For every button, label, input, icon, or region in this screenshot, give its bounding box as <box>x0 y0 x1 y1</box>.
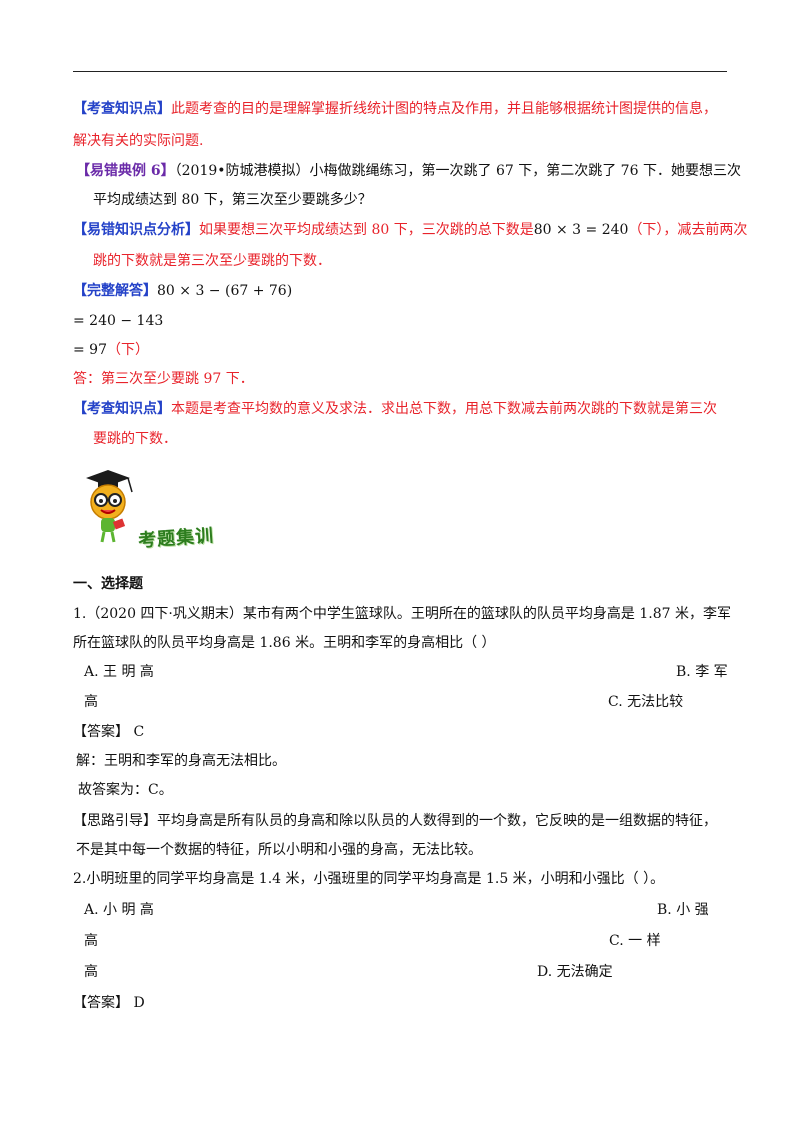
question-1-line1: 1.（2020 四下·巩义期末）某市有两个中学生篮球队。王明所在的篮球队的队员平… <box>73 606 731 622</box>
graduate-mascot-icon <box>86 470 226 548</box>
q1-option-b: B. 李 军 <box>676 664 728 680</box>
knowledge-point-2-cont: 要跳的下数． <box>93 431 177 447</box>
knowledge-point-1-cont: 解决有关的实际问题. <box>73 133 204 149</box>
header-rule <box>73 71 727 72</box>
error-analysis-cont: 跳的下数就是第三次至少要跳的下数． <box>93 253 331 269</box>
question-2-line1: 2.小明班里的同学平均身高是 1.4 米，小强班里的同学平均身高是 1.5 米，… <box>73 871 665 887</box>
q1-option-c: C. 无法比较 <box>608 694 684 710</box>
q1-hint: 【思路引导】平均身高是所有队员的身高和除以队员的人数得到的一个数，它反映的是一组… <box>73 813 717 829</box>
answer-tag: 【答案】 <box>73 995 129 1011</box>
solution-eq2: = 240 − 143 <box>73 313 164 329</box>
q2-option-b-cont: 高 <box>84 933 98 949</box>
question-1-line2: 所在篮球队的队员平均身高是 1.86 米。王明和李军的身高相比（ ） <box>73 635 496 651</box>
solution-answer: 答：第三次至少要跳 97 下． <box>73 371 254 387</box>
q2-option-a: A. 小 明 高 <box>84 902 154 918</box>
q1-solution-final: 故答案为：C。 <box>78 782 173 798</box>
answer-tag: 【答案】 <box>73 724 129 740</box>
knowledge-point-1: 【考查知识点】此题考查的目的是理解掌握折线统计图的特点及作用，并且能够根据统计图… <box>73 101 717 117</box>
q1-option-b-cont: 高 <box>84 694 98 710</box>
banner-title: 考题集训 <box>137 525 215 552</box>
knowledge-point-2: 【考查知识点】本题是考查平均数的意义及求法．求出总下数，用总下数减去前两次跳的下… <box>73 401 717 417</box>
typical-example-6-cont: 平均成绩达到 80 下，第三次至少要跳多少？ <box>93 192 372 208</box>
mascot-banner: 考题集训 <box>78 470 228 552</box>
q2-option-b: B. 小 强 <box>657 902 709 918</box>
q2-answer: 【答案】 D <box>73 995 145 1011</box>
solution-eq1: 80 × 3 − (67 + 76) <box>157 283 293 299</box>
knowledge-point-tag: 【考查知识点】 <box>73 401 171 417</box>
solution-eq3: = 97（下） <box>73 342 149 358</box>
knowledge-point-tag: 【考查知识点】 <box>73 101 171 117</box>
q1-answer: 【答案】 C <box>73 724 145 740</box>
q2-option-c-cont: 高 <box>84 964 98 980</box>
q1-hint-cont: 不是其中每一个数据的特征，所以小明和小强的身高，无法比较。 <box>76 842 482 858</box>
q2-option-c: C. 一 样 <box>609 933 661 949</box>
section-title: 一、选择题 <box>73 576 143 592</box>
full-solution: 【完整解答】80 × 3 − (67 + 76) <box>73 281 292 301</box>
q2-option-d: D. 无法确定 <box>537 964 613 980</box>
error-analysis-tag: 【易错知识点分析】 <box>73 222 199 238</box>
q1-option-a: A. 王 明 高 <box>84 664 154 680</box>
total-equation: 80 × 3 = 240 <box>533 222 629 238</box>
typical-example-6: 【易错典例 6】（2019•防城港模拟）小梅做跳绳练习，第一次跳了 67 下，第… <box>76 163 741 179</box>
q1-solution: 解：王明和李军的身高无法相比。 <box>76 753 286 769</box>
error-analysis: 【易错知识点分析】如果要想三次平均成绩达到 80 下，三次跳的总下数是80 × … <box>73 222 748 238</box>
full-solution-tag: 【完整解答】 <box>73 283 157 299</box>
example-tag: 【易错典例 6】 <box>76 163 175 179</box>
